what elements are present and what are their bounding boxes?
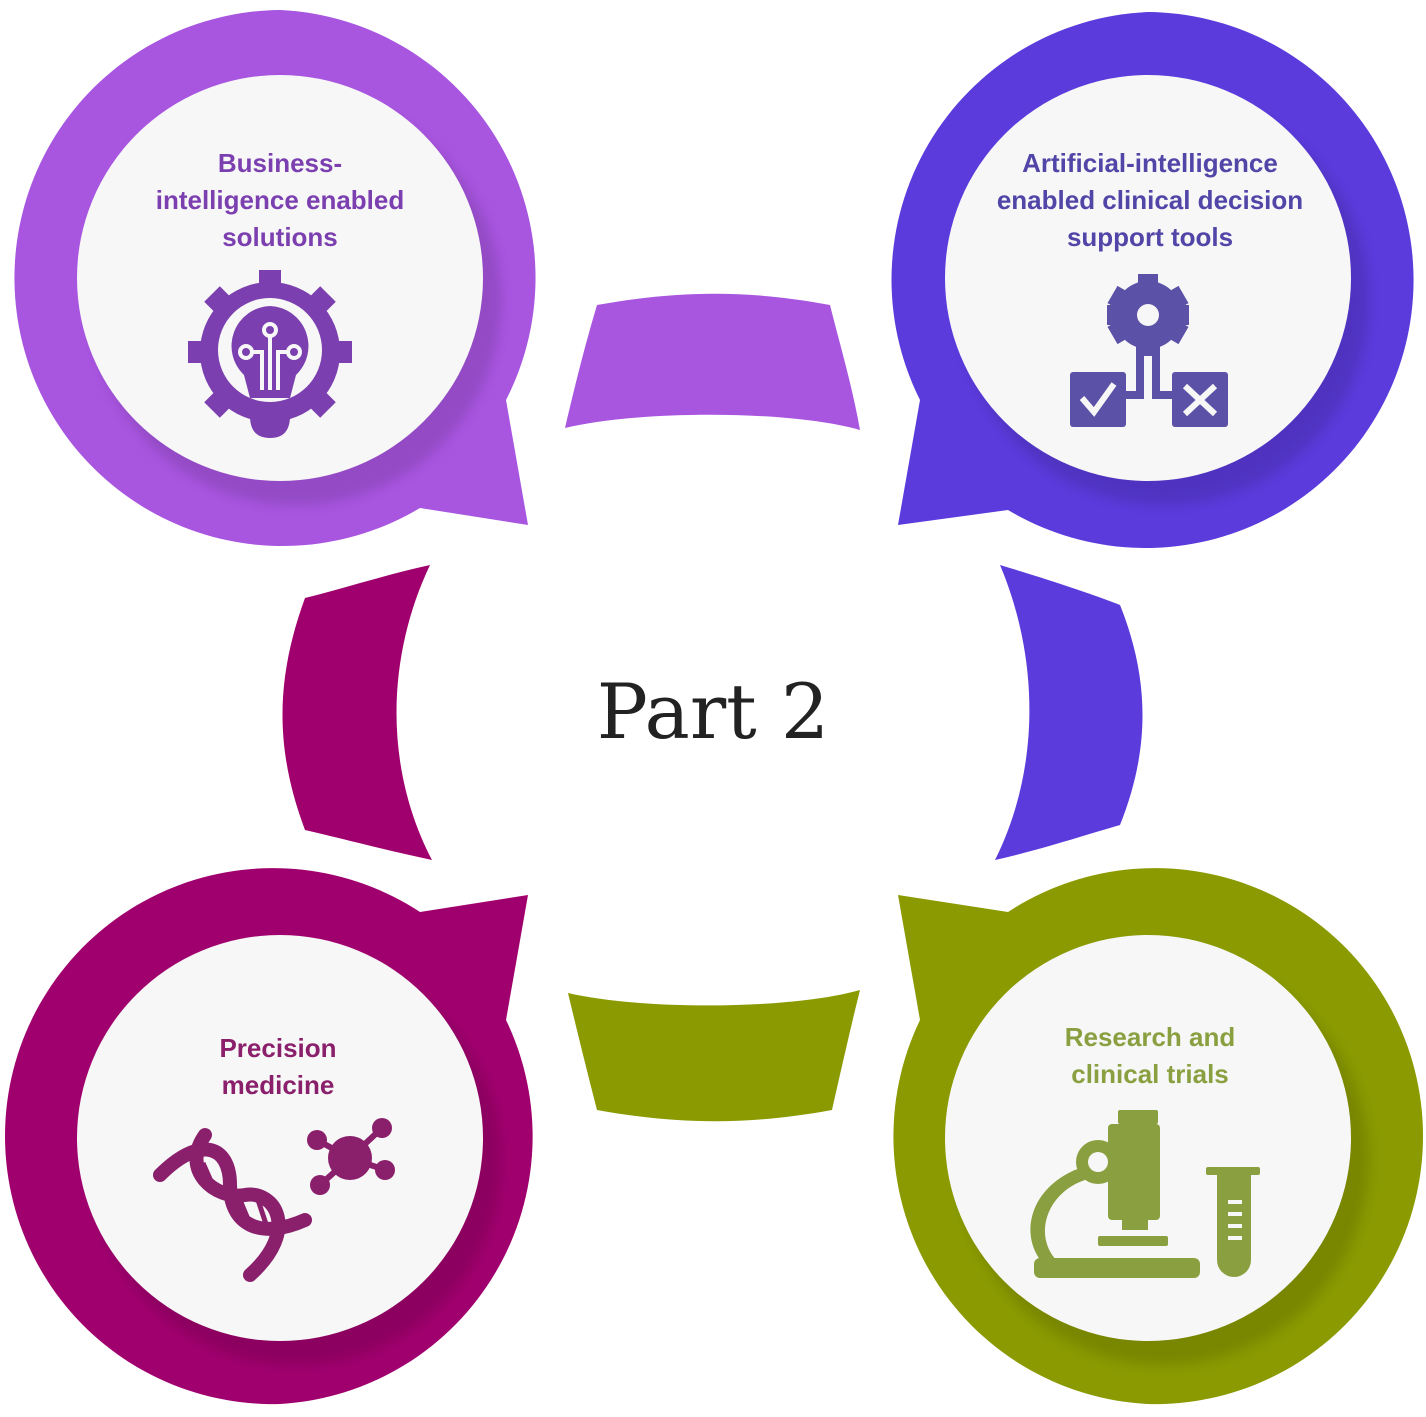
node-label-line: Research and (1065, 1022, 1236, 1052)
node-inner-circle (77, 935, 483, 1341)
node-label-line: support tools (1067, 222, 1233, 252)
decision-gear-icon (1070, 274, 1228, 427)
node-label: Precision medicine (219, 1033, 336, 1100)
node-label-line: solutions (222, 222, 338, 252)
node-label: Business-intelligence enabled solutions (156, 148, 405, 252)
node-label-line: Business- (218, 148, 342, 178)
node-label-line: Precision (219, 1033, 336, 1063)
node-business-intelligence: Business-intelligence enabled solutions (14, 10, 536, 546)
node-label-line: medicine (222, 1070, 335, 1100)
node-artificial-intelligence: Artificial-intelligence enabled clinical … (891, 12, 1414, 548)
microscope-test-tube-icon (1030, 1110, 1260, 1278)
connector-left (282, 565, 432, 860)
node-label-line: intelligence enabled (156, 185, 405, 215)
dna-molecule-icon (153, 1118, 395, 1282)
node-research-clinical-trials: Research and clinical trials (893, 868, 1423, 1405)
node-label-line: clinical trials (1071, 1059, 1229, 1089)
node-label-line: enabled clinical decision (997, 185, 1303, 215)
connector-top (565, 293, 860, 430)
connector-right (995, 565, 1143, 860)
node-label-line: Artificial-intelligence (1022, 148, 1278, 178)
center-title: Part 2 (596, 667, 830, 756)
node-label: Artificial-intelligence enabled clinical … (997, 148, 1303, 252)
node-precision-medicine: Precision medicine (5, 868, 533, 1405)
node-label: Research and clinical trials (1065, 1022, 1236, 1089)
connector-bottom (568, 990, 860, 1122)
lightbulb-gear-icon (188, 270, 352, 438)
